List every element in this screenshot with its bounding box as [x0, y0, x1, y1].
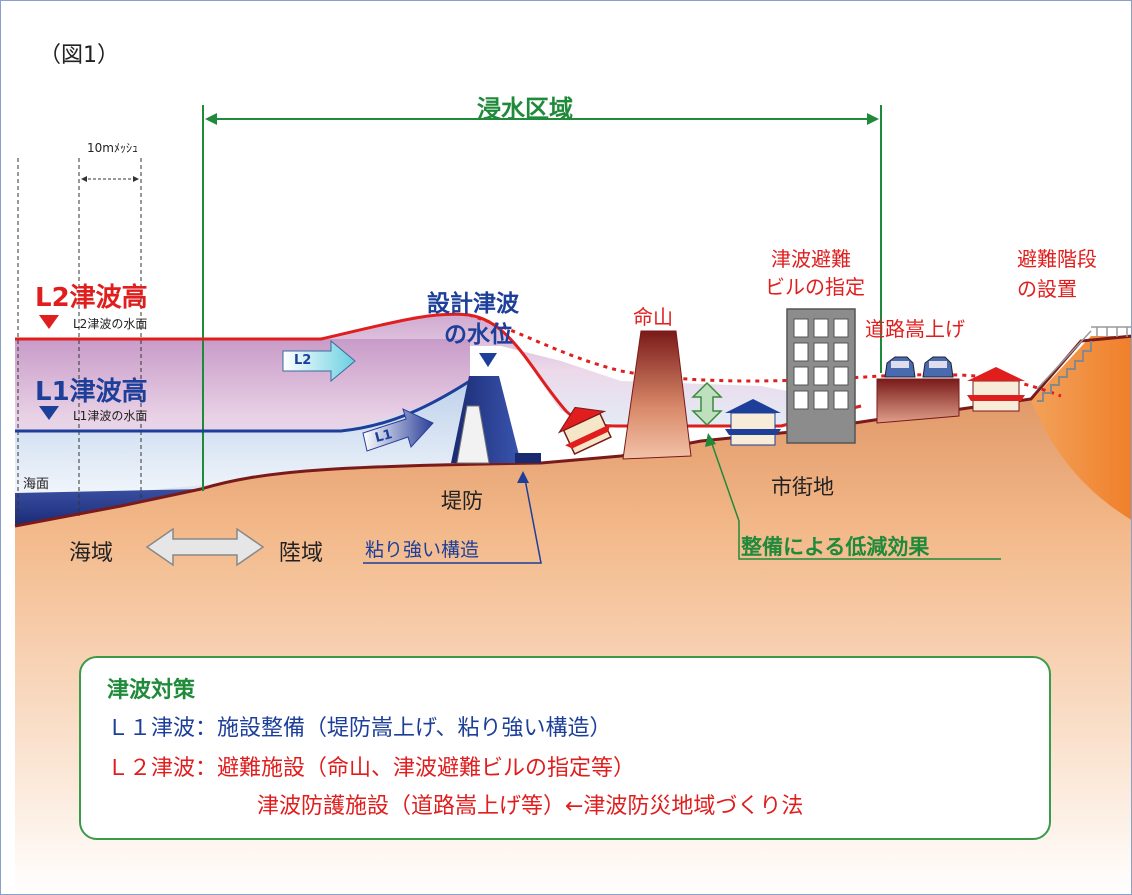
evac-stairs-label: 避難階段: [1017, 247, 1097, 271]
l2-arrow-label: L2: [294, 353, 312, 368]
mound-label: 命山: [633, 305, 673, 329]
evacuation-stairs: [1037, 341, 1092, 402]
car-1: [884, 356, 916, 378]
house-red: [967, 367, 1025, 412]
measures-l2-line2: 津波防護施設（道路嵩上げ等）←津波防災地域づくり法: [257, 794, 804, 819]
collapsed-house: [557, 406, 612, 455]
seawall-base: [515, 453, 541, 463]
l1-surface-label: L1津波の水面: [73, 409, 148, 423]
reduction-leader: [710, 440, 1001, 560]
stairs-railing: [1036, 330, 1092, 390]
l1-surface-marker: [39, 406, 59, 420]
resilient-structure-label: 粘り強い構造: [365, 539, 480, 561]
sea-area-label: 海域: [69, 541, 114, 566]
design-tsunami-label: 設計津波: [427, 291, 519, 317]
mesh-arrow-head-left: [81, 176, 87, 182]
l2-surface-marker: [39, 315, 59, 329]
sea-land-arrow: [145, 527, 265, 567]
measures-l1-line: Ｌ１津波：施設整備（堤防嵩上げ、粘り強い構造）: [107, 716, 612, 741]
ground-line: [14, 334, 1131, 528]
inundation-head-right: [867, 113, 879, 125]
l1-arrow: [362, 408, 434, 452]
figure-label: （図1）: [39, 43, 119, 68]
measures-title: 津波対策: [107, 678, 196, 703]
hill: [1031, 336, 1131, 520]
design-tsunami-label-2: の水位: [444, 322, 513, 348]
evacuation-building: [786, 308, 856, 444]
evac-stairs-label-2: の設置: [1017, 277, 1077, 301]
design-level-marker: [479, 353, 497, 367]
resilient-leader-head: [517, 471, 529, 483]
evac-building-label-2: ビルの指定: [765, 275, 865, 299]
seawall-face: [456, 405, 490, 464]
inundation-head-left: [205, 113, 217, 125]
measures-l2-line1: Ｌ２津波：避難施設（命山、津波避難ビルの指定等）: [107, 756, 636, 781]
road-raise-label: 道路嵩上げ: [865, 317, 965, 341]
l2-arrow: [282, 339, 356, 383]
evac-building-label: 津波避難: [771, 247, 851, 271]
sea-surface-label: 海面: [23, 477, 50, 492]
reduction-arrow: [691, 381, 723, 427]
measures-box: 津波対策 Ｌ１津波：施設整備（堤防嵩上げ、粘り強い構造） Ｌ２津波：避難施設（命…: [79, 656, 1051, 840]
house-blue: [725, 399, 781, 446]
car-2: [922, 356, 954, 378]
inundation-area-label: 浸水区域: [477, 95, 573, 123]
l2-surface-label: L2津波の水面: [73, 317, 148, 331]
resilient-leader: [363, 478, 542, 564]
reduction-effect-label: 整備による低減効果: [741, 535, 930, 559]
mesh-arrow-head-right: [133, 176, 139, 182]
l2-height-label: L2津波高: [35, 283, 148, 313]
land-area-label: 陸域: [279, 541, 324, 566]
l1-height-label: L1津波高: [35, 377, 148, 407]
top-railing: [1091, 326, 1131, 337]
l2-dotted-line: [468, 313, 1062, 398]
reduction-leader-head: [705, 433, 716, 447]
raised-road: [876, 378, 960, 424]
mesh-label: 10mﾒｯｼｭ: [87, 141, 138, 155]
seawall-label: 堤防: [441, 489, 483, 513]
mound: [622, 330, 692, 460]
urban-area-label: 市街地: [771, 475, 834, 499]
